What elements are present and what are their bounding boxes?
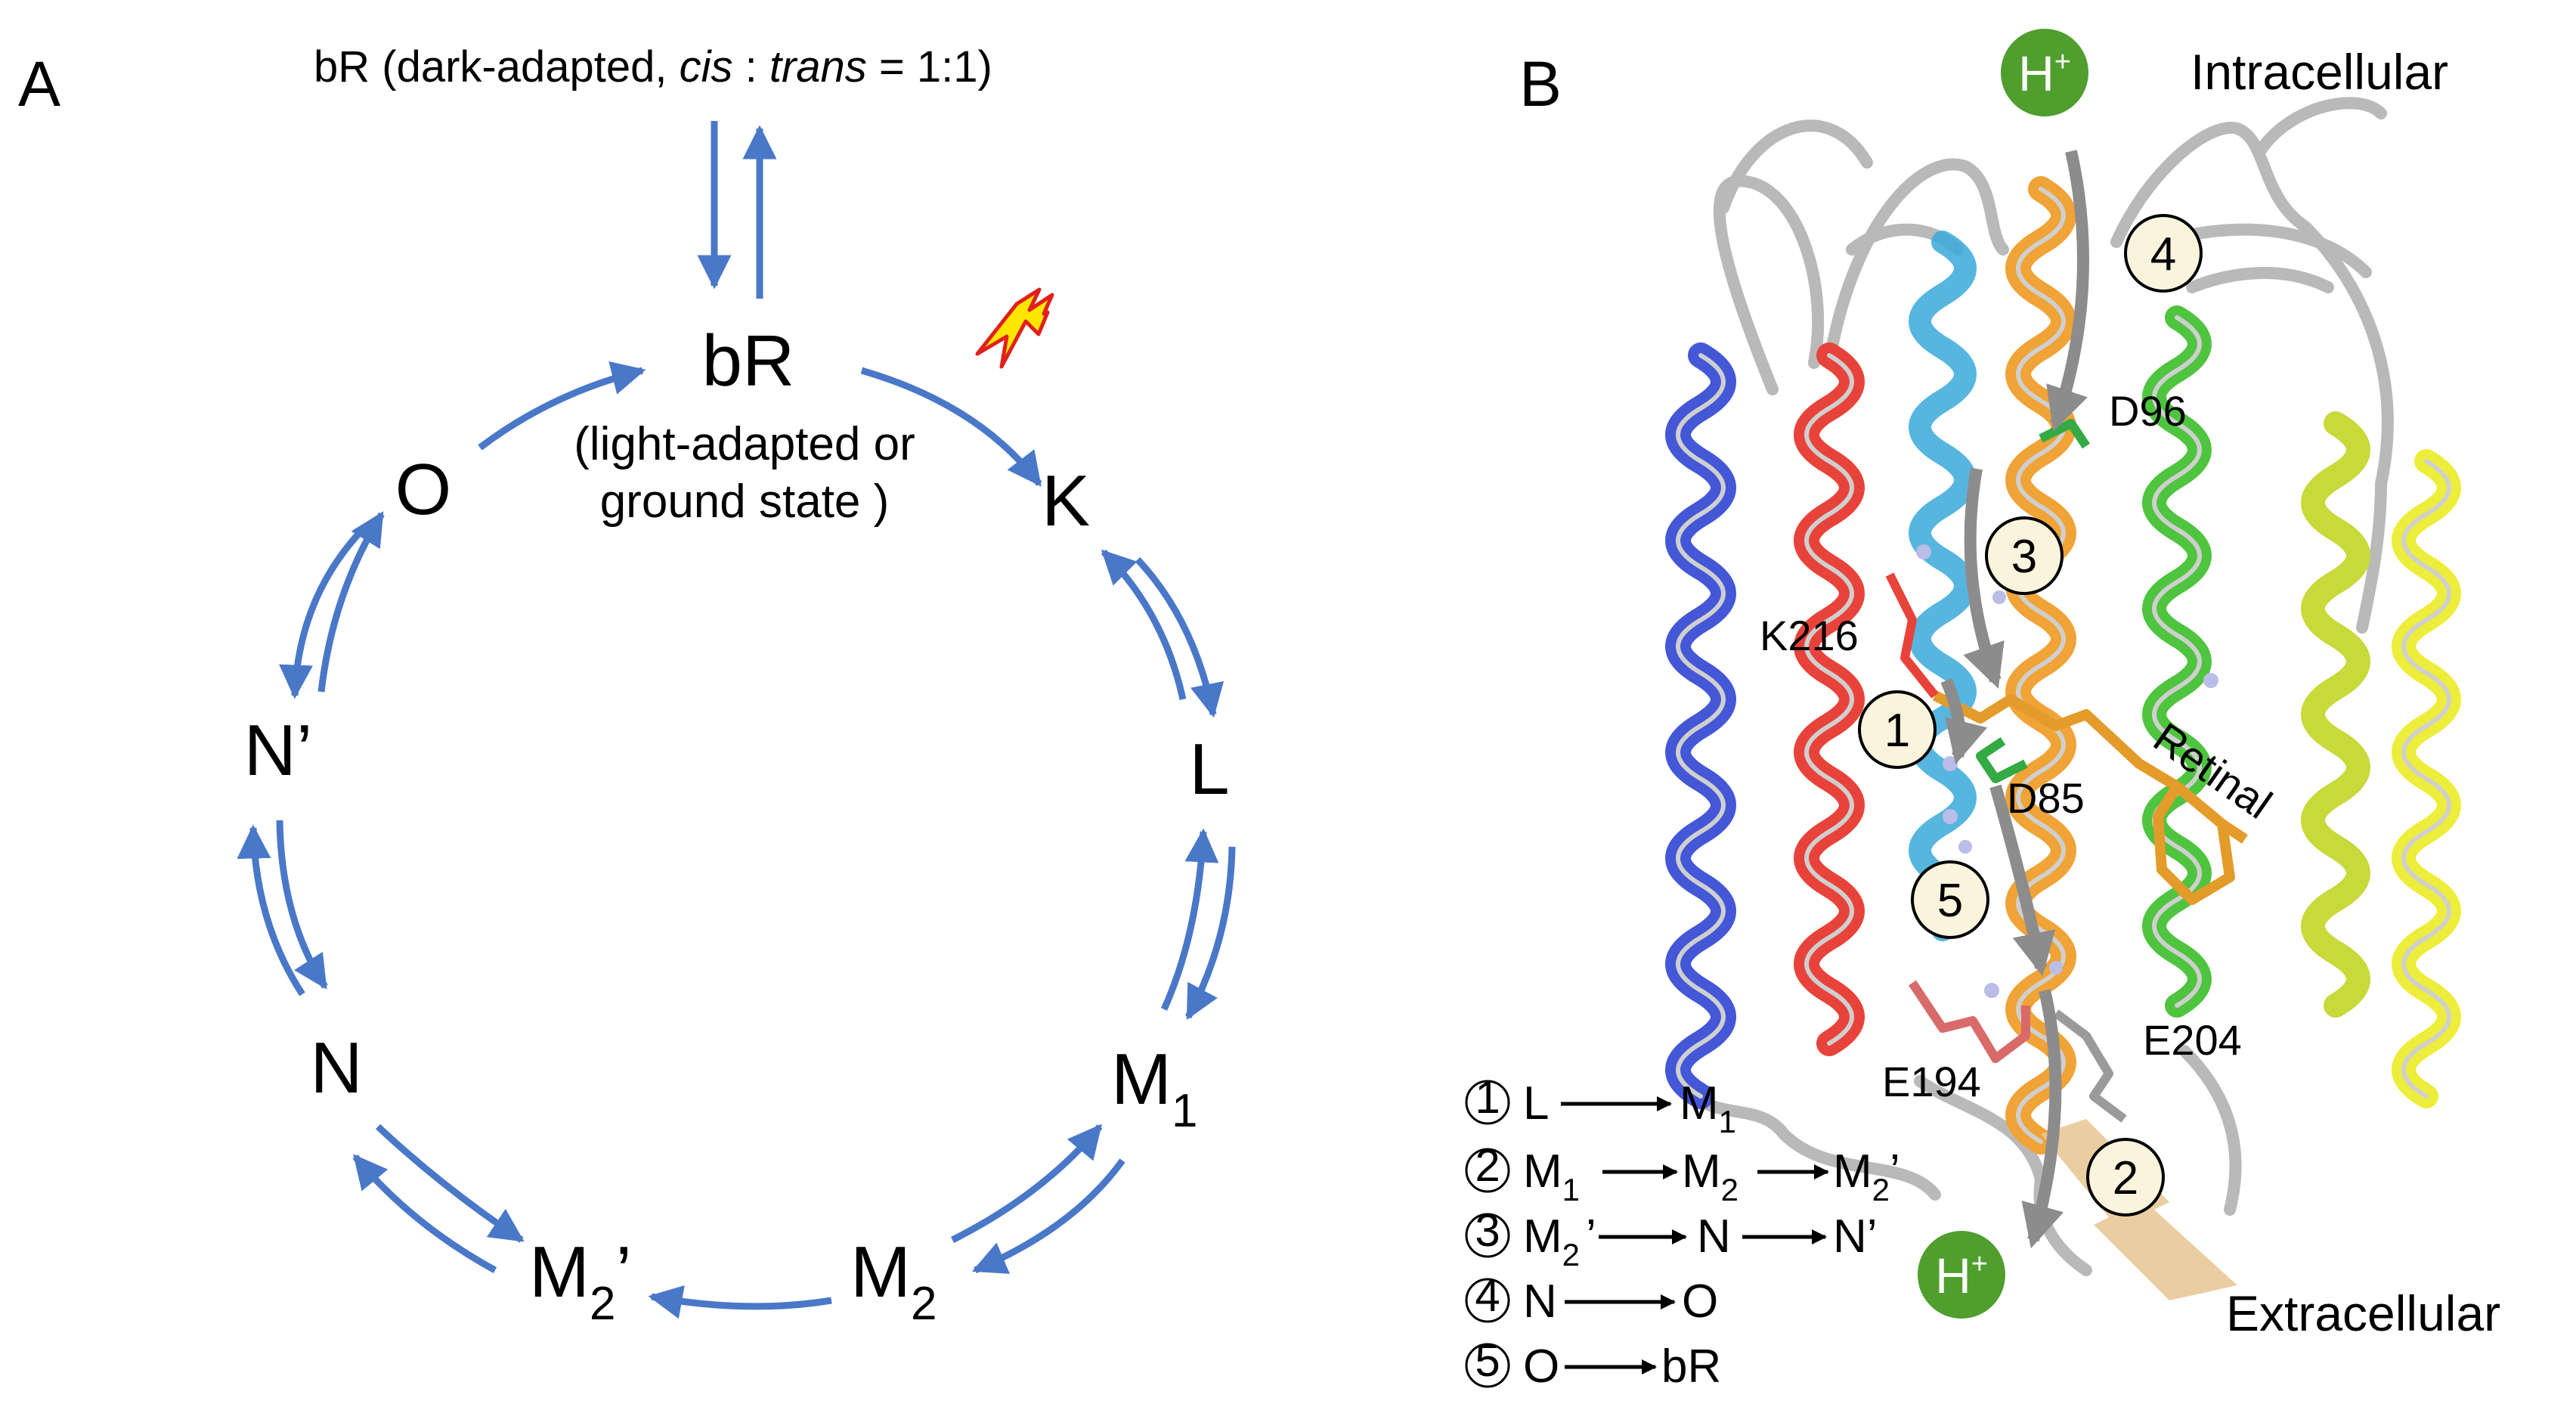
arrow-Nprime-to-N [276,820,328,990]
residue-D96: D96 [2109,387,2187,435]
step-marker-2: 2 [2086,1138,2165,1216]
svg-text:N: N [1523,1275,1557,1328]
helix-yellow [2392,449,2461,1108]
state-N: N [310,1027,362,1108]
arrow-M2prime-to-N [352,1154,497,1273]
helix-cyan [1909,231,1977,941]
step-row-2: 2 M1 M2 M2’ [1465,1140,1900,1207]
step-row-4: 4 N O [1465,1270,1718,1328]
arrow-O-to-bR [478,361,646,451]
svg-text:2: 2 [1475,1140,1500,1191]
state-K: K [1042,460,1090,541]
arrow-M2-to-M1 [950,1124,1103,1244]
arrow-N-to-Nprime [237,824,305,996]
lightning-flash-icon [975,287,1054,369]
arrow-M1-to-L [1160,828,1219,1011]
arrow-bR-to-K [860,367,1042,487]
svg-text:H+: H+ [1935,1247,1988,1303]
state-O: O [395,449,452,530]
step-legend: 1 L M1 2 M1 M2 M2’ 3 M2 ’ [1465,1072,1900,1393]
state-M2-prime: M2’ [529,1232,632,1330]
path-arrow-3 [1963,467,2005,689]
dark-adapted-state-label: bR (dark-adapted, cis : trans = 1:1) [314,42,992,91]
arrow-O-to-Nprime [279,526,366,699]
path-arrow-1 [1940,677,1988,765]
path-arrow-5 [1989,784,2056,977]
svg-text:3: 3 [1475,1205,1500,1256]
svg-text:4: 4 [2150,228,2176,280]
step-number-circle [1465,1080,1510,1125]
step-markers: 4 3 1 5 2 [1858,214,2203,1216]
proton-top-symbol: H [2018,45,2054,101]
svg-text:bR: bR [1661,1340,1721,1393]
proton-bottom-symbol: H [1935,1247,1971,1303]
svg-text:M2: M2 [1682,1145,1738,1207]
residue-E204: E204 [2143,1016,2242,1064]
svg-text:1: 1 [1884,705,1910,757]
ground-state-note-line1: (light-adapted or [574,418,915,470]
svg-text:M2’: M2’ [1833,1145,1900,1207]
svg-text:5: 5 [1937,875,1963,927]
svg-text:4: 4 [1475,1270,1500,1321]
helix-red [1794,342,1865,1056]
svg-text:’: ’ [1586,1210,1596,1263]
svg-text:5: 5 [1475,1335,1500,1386]
state-M2: M2 [850,1232,937,1330]
region-extracellular: Extracellular [2226,1285,2500,1341]
svg-text:L: L [1523,1077,1549,1130]
svg-text:M1: M1 [1523,1145,1580,1207]
arrow-Nprime-to-O [317,511,385,693]
step-row-3: 3 M2 ’ N N’ [1465,1205,1878,1272]
residue-E194: E194 [1882,1058,1981,1105]
helix-yellow-green [2301,411,2370,1018]
ground-state-note-line2: ground state ) [600,476,890,528]
svg-text:N: N [1697,1210,1731,1263]
svg-text:H+: H+ [2018,45,2071,101]
arrow-L-to-M1 [1185,846,1236,1020]
state-N-prime: N’ [244,710,313,791]
step-row-1: 1 L M1 [1465,1072,1736,1139]
panel-b: B [1465,29,2500,1393]
helix-blue [1665,342,1736,1109]
proton-bottom: H+ [1918,1231,2005,1319]
step-marker-4: 4 [2124,214,2203,293]
residue-D85: D85 [2007,774,2085,822]
svg-text:3: 3 [2011,531,2037,583]
panel-a-label: A [18,48,60,119]
svg-text:O: O [1523,1340,1559,1393]
svg-text:1: 1 [1475,1072,1500,1123]
state-M1: M1 [1111,1039,1197,1137]
svg-text:2: 2 [2113,1152,2138,1204]
protein-loops [1687,97,2394,1276]
panel-a: A bR (dark-adapted, cis : trans = 1:1) b… [18,42,1236,1330]
proton-path-arrows [1940,150,2089,1249]
step-marker-5: 5 [1911,860,1989,939]
state-L: L [1189,729,1229,810]
step-marker-3: 3 [1985,516,2064,595]
path-arrow-4 [2046,150,2089,432]
arrow-M1-to-M2 [971,1158,1125,1274]
cycle-arrows [237,121,1236,1319]
arrow-N-to-M2prime [375,1124,525,1243]
arrow-L-to-K [1101,549,1187,700]
svg-text:M1: M1 [1680,1077,1736,1139]
residue-K216: K216 [1760,612,1859,659]
region-intracellular: Intracellular [2191,44,2448,100]
panel-b-label: B [1519,48,1562,119]
path-arrow-2 [2021,989,2064,1249]
arrow-K-to-L [1135,556,1225,718]
helix-orange [2005,176,2076,1155]
state-bR: bR [702,321,795,401]
step-row-5: 5 O bR [1465,1335,1721,1393]
step-marker-1: 1 [1858,690,1937,769]
svg-text:N’: N’ [1833,1210,1878,1263]
proton-top: H+ [2001,29,2088,116]
protein-helices [1665,176,2461,1155]
arrow-M2-to-M2prime [648,1285,832,1319]
svg-text:O: O [1682,1275,1718,1328]
svg-text:M2: M2 [1523,1210,1580,1272]
